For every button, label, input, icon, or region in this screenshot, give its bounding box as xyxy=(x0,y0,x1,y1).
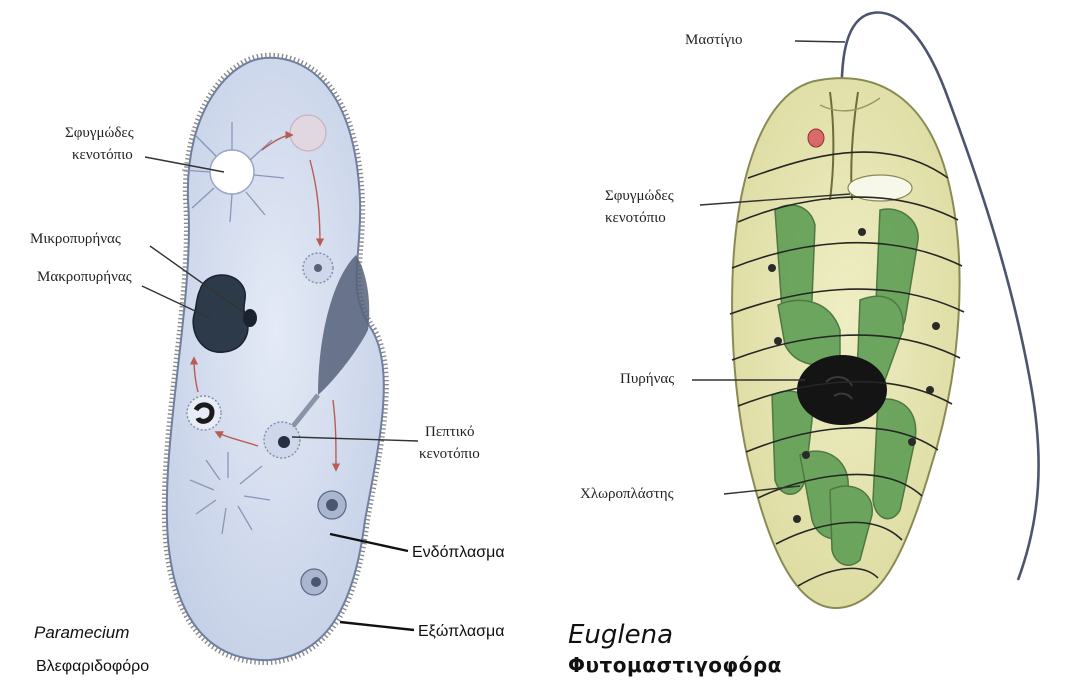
caption-euglena-group: Φυτομαστιγοφόρα xyxy=(568,653,782,677)
paramecium-body xyxy=(167,58,384,660)
micronucleus xyxy=(243,309,257,327)
label-endoplasm: Ενδόπλασμα xyxy=(412,544,505,561)
label-euglena-contractile-vacuole-l2: κενοτόπιο xyxy=(605,210,666,226)
label-micronucleus: Μικροπυρήνας xyxy=(30,231,121,247)
label-contractile-vacuole-l2: κενοτόπιο xyxy=(72,147,133,163)
caption-paramecium-genus: Paramecium xyxy=(34,623,129,642)
label-chloroplast: Χλωροπλάστης xyxy=(580,486,674,502)
caption-paramecium-group: Βλεφαριδοφόρο xyxy=(36,658,149,675)
eyespot xyxy=(808,129,824,147)
paramecium-illustration xyxy=(167,58,384,660)
caption-euglena-genus: Euglena xyxy=(568,620,673,650)
label-euglena-contractile-vacuole-l1: Σφυγμώδες xyxy=(605,188,674,204)
euglena-nucleus xyxy=(797,355,887,425)
label-ectoplasm: Εξώπλασμα xyxy=(418,623,505,640)
label-contractile-vacuole-l1: Σφυγμώδες xyxy=(65,125,134,141)
food-vacuole xyxy=(187,396,221,430)
label-food-vacuole-l2: κενοτόπιο xyxy=(419,446,480,462)
label-flagellum: Μαστίγιο xyxy=(685,32,743,48)
euglena-illustration xyxy=(730,13,1039,608)
label-food-vacuole-l1: Πεπτικό xyxy=(425,424,475,440)
label-nucleus: Πυρήνας xyxy=(620,371,674,387)
label-macronucleus: Μακροπυρήνας xyxy=(37,269,132,285)
